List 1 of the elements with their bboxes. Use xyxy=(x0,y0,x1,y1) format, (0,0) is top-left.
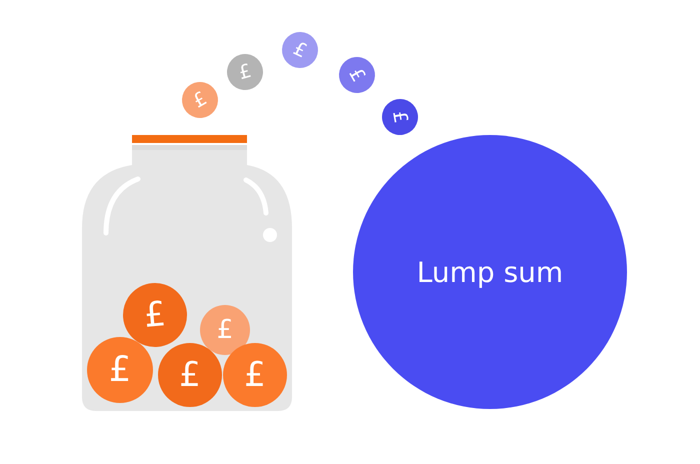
lump-sum-circle: Lump sum xyxy=(353,135,627,409)
